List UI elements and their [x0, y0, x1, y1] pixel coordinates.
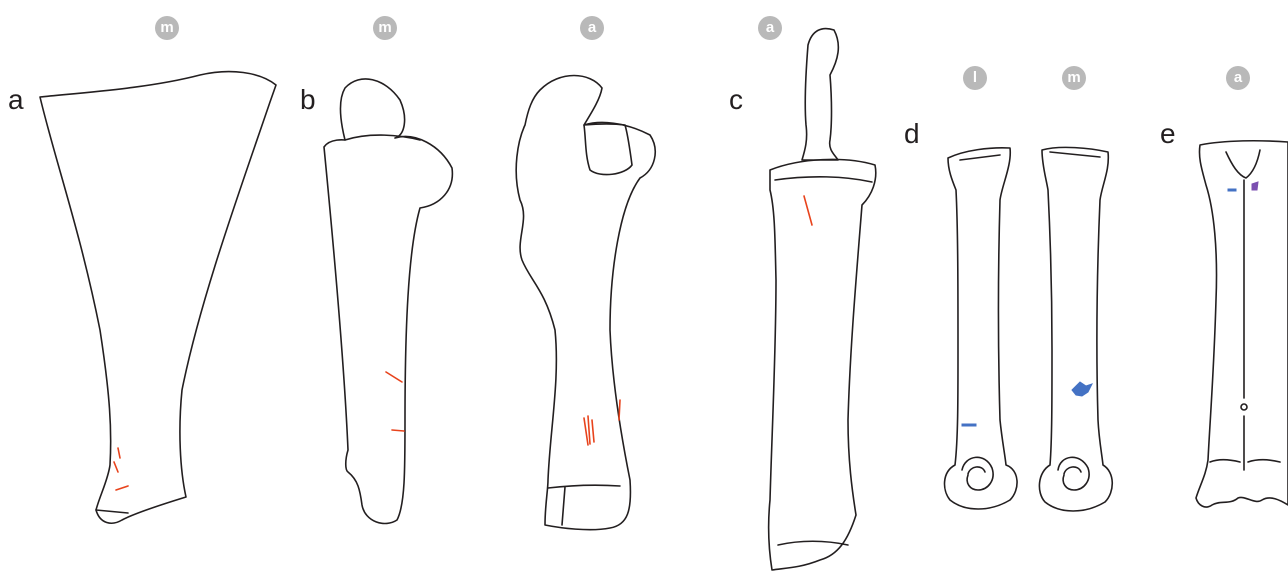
olecranon-outline: [802, 29, 838, 160]
radius-ulna-anterior-view: [769, 29, 876, 570]
metapodial-medial-outline: [1039, 147, 1112, 511]
humerus-anterior-view: [516, 76, 655, 530]
metapodial-condyle-inner: [1064, 467, 1081, 474]
purple-mark: [1252, 182, 1258, 190]
blue-mark: [1072, 382, 1092, 396]
humerus-trochlea: [584, 124, 632, 175]
metapodial-condyle-inner: [968, 467, 985, 474]
metapodial-top-line: [1050, 152, 1100, 157]
cut-mark: [804, 196, 812, 225]
radius-ulna-outline: [769, 159, 876, 570]
scapula-outline: [40, 72, 276, 524]
scapula-notch: [96, 510, 128, 513]
radius-proximal-line: [775, 177, 872, 182]
metacarpal-anterior-view: [1196, 141, 1288, 507]
blue-mark: [962, 424, 976, 426]
metacarpal-distal-condyles: [1210, 460, 1280, 462]
cut-mark: [118, 448, 120, 458]
cut-mark: [588, 416, 590, 444]
metacarpal-notch: [1226, 150, 1260, 178]
blue-mark: [1228, 189, 1236, 191]
metacarpal-foramen: [1241, 404, 1247, 410]
metapodial-top-line: [960, 155, 1000, 160]
scapula-medial-view: [40, 72, 276, 524]
cut-mark: [386, 372, 402, 382]
cut-mark: [619, 400, 620, 420]
humerus-medial-outline: [324, 79, 452, 524]
metapodial-condyle: [962, 457, 993, 490]
cut-mark: [392, 430, 404, 431]
metacarpal-outline: [1196, 141, 1288, 507]
metapodial-medial-view: [1039, 147, 1112, 511]
metapodial-condyle: [1058, 457, 1089, 490]
humerus-medial-view: [324, 79, 452, 524]
cut-mark: [116, 486, 128, 490]
cut-mark: [114, 462, 118, 472]
humerus-distal-line: [548, 485, 620, 525]
metapodial-lateral-outline: [945, 148, 1018, 509]
cut-mark: [584, 418, 588, 445]
radius-distal-line: [778, 541, 848, 545]
metapodial-lateral-view: [945, 148, 1018, 509]
cut-mark: [592, 420, 594, 442]
